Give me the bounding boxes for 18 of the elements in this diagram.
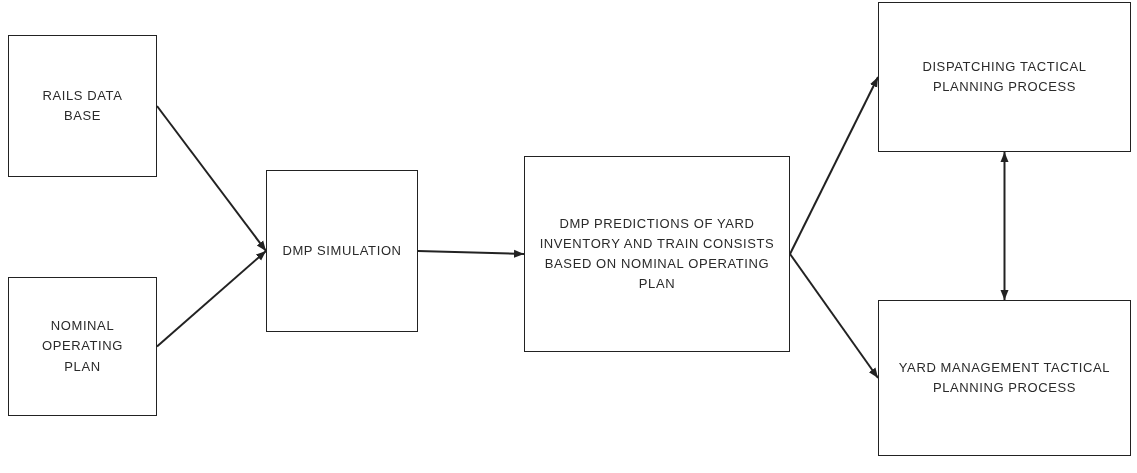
arrow [156, 250, 267, 348]
arrow [417, 249, 525, 258]
arrow [1000, 151, 1009, 301]
process-box [524, 156, 790, 352]
box-label: NOMINAL OPERATING PLAN [41, 317, 124, 376]
process-box [8, 35, 157, 177]
process-box [8, 277, 157, 416]
arrow [789, 76, 879, 255]
process-box [878, 300, 1131, 456]
arrow [156, 105, 267, 252]
arrow [789, 253, 879, 379]
box-label: RAILS DATA BASE [41, 86, 124, 125]
box-label: YARD MANAGEMENT TACTICAL PLANNING PROCESS [897, 358, 1112, 397]
box-label: DMP SIMULATION [282, 241, 402, 260]
process-box [266, 170, 418, 332]
process-box [878, 2, 1131, 152]
box-label: DISPATCHING TACTICAL PLANNING PROCESS [921, 57, 1088, 96]
box-label: DMP PREDICTIONS OF YARD INVENTORY AND TRAIN CONSISTS BASED ON NOMINAL OPERATING PLAN [539, 214, 775, 294]
